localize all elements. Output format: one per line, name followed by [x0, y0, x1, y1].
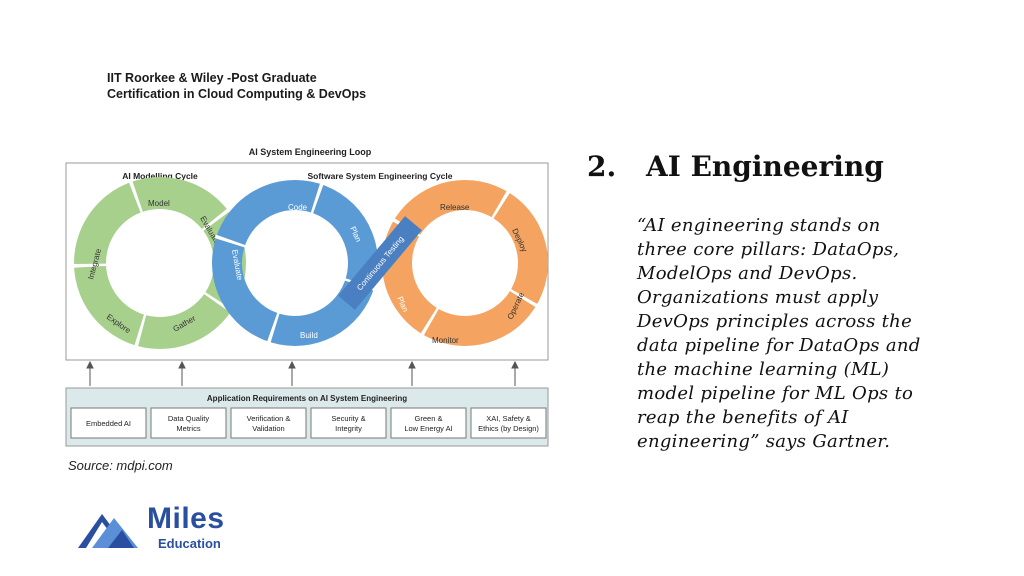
miles-education-logo: Miles Education [78, 500, 238, 556]
sw-right-ring [382, 180, 548, 346]
requirement-card: Green &Low Energy AI [390, 407, 467, 439]
ai-cycle-label: AI Modelling Cycle [122, 171, 198, 181]
ai-system-engineering-diagram: AI System Engineering Loop AI Modelling … [65, 147, 549, 447]
header-line-1: IIT Roorkee & Wiley -Post Graduate [107, 71, 317, 85]
section-number: 2. [587, 150, 617, 183]
quote-line: reap the benefits of AI [637, 407, 849, 428]
requirement-label: Low Energy AI [404, 424, 452, 433]
requirement-card: Security &Integrity [310, 407, 387, 439]
requirement-label: Green & [415, 414, 443, 423]
quote-line: Organizations must apply [637, 287, 879, 308]
requirement-label: Data Quality [168, 414, 210, 423]
quote-line: data pipeline for DataOps and [637, 335, 921, 356]
quote-line: the machine learning (ML) [637, 359, 890, 380]
requirement-label: Metrics [176, 424, 200, 433]
sw-cycle-label: Software System Engineering Cycle [307, 171, 452, 181]
quote-line: DevOps principles across the [637, 311, 913, 332]
requirement-card: XAI, Safety &Ethics (by Design) [470, 407, 547, 439]
ai-step-model: Model [148, 199, 170, 208]
quote-line: model pipeline for ML Ops to [637, 383, 914, 404]
header-title: IIT Roorkee & Wiley -Post Graduate Certi… [107, 70, 366, 102]
diagram-title: AI System Engineering Loop [249, 147, 372, 157]
quote-line: engineering” says Gartner. [637, 431, 891, 452]
requirement-label: Security & [331, 414, 365, 423]
mountain-logo-icon [78, 514, 138, 548]
requirements-title: Application Requirements on AI System En… [207, 394, 407, 403]
sw-step-build: Build [300, 331, 318, 340]
requirement-label: Integrity [335, 424, 362, 433]
requirement-arrows [86, 360, 519, 386]
quote-line: ModelOps and DevOps. [637, 263, 858, 284]
requirement-card: Verification &Validation [230, 407, 307, 439]
requirement-card: Embedded AI [70, 407, 147, 439]
requirement-label: Verification & [247, 414, 291, 423]
header-line-2: Certification in Cloud Computing & DevOp… [107, 87, 367, 101]
sw-step-monitor: Monitor [432, 336, 459, 345]
requirement-label: Embedded AI [86, 419, 131, 428]
section-title: AI Engineering [646, 150, 884, 183]
loop-frame [65, 162, 549, 361]
sw-step-code: Code [288, 203, 308, 212]
gartner-quote: “AI engineering stands on three core pil… [637, 214, 977, 454]
requirement-label: XAI, Safety & [486, 414, 531, 423]
source-caption: Source: mdpi.com [68, 458, 173, 473]
logo-subtitle: Education [158, 536, 221, 551]
requirement-label: Validation [252, 424, 284, 433]
logo-name: Miles [147, 502, 225, 535]
quote-line: “AI engineering stands on [637, 215, 881, 236]
requirement-label: Ethics (by Design) [478, 424, 539, 433]
quote-line: three core pillars: DataOps, [637, 239, 900, 260]
sw-left-ring [212, 180, 378, 346]
sw-step-release: Release [440, 203, 470, 212]
